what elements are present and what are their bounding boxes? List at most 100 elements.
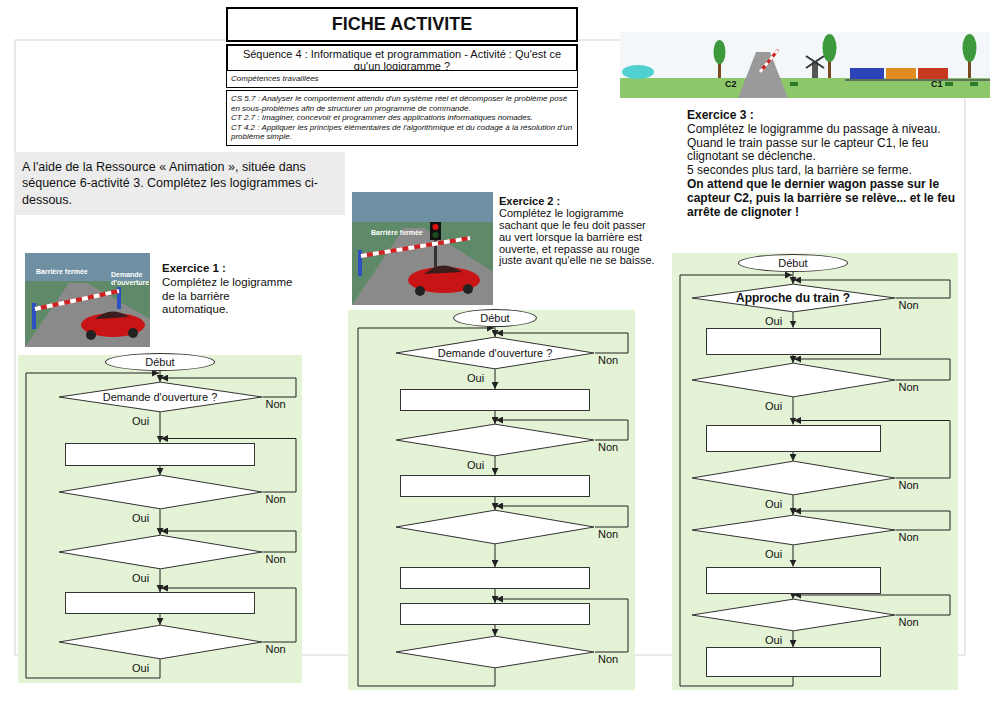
exercise-instruction: Complétez le logigramme de la barrière a… (162, 276, 297, 317)
decision-diamond (691, 599, 896, 631)
exercise-instruction: Complétez le logigramme du passage à niv… (687, 123, 959, 137)
box-text: Séquence 4 : Informatique et programmati… (233, 48, 571, 72)
flowchart-panel (18, 355, 302, 683)
diamond-outline (395, 510, 595, 544)
flow-arrow (495, 456, 496, 475)
diamond-outline (691, 515, 896, 545)
level-crossing-picture (620, 32, 990, 98)
decision-diamond (691, 363, 896, 397)
process-box (400, 475, 590, 497)
diamond-outline (58, 475, 263, 509)
process-box (706, 328, 881, 355)
box-text: Compétences travaillées (231, 74, 573, 83)
branch-label: Oui (765, 549, 782, 560)
diamond-outline (691, 461, 896, 495)
flowchart-panel (348, 310, 635, 690)
start-terminal: Début (105, 353, 215, 371)
process-box (400, 603, 590, 625)
flow-arrow (495, 589, 496, 603)
start-terminal: Début (738, 254, 848, 272)
branch-label: Non (899, 532, 919, 543)
exercise-instruction: 5 secondes plus tard, la barrière se fer… (687, 164, 959, 178)
exercise-heading: Exercice 3 : (687, 109, 959, 123)
traffic-light-picture (352, 192, 493, 305)
exercise-heading: Exercice 1 : (162, 262, 297, 276)
diamond-outline (58, 535, 263, 569)
decision-diamond: Approche du train ? (691, 284, 896, 312)
branch-label: Non (899, 480, 919, 491)
flow-arrow (358, 328, 495, 686)
diamond-outline (691, 363, 896, 397)
flow-arrow (793, 594, 794, 600)
barrier-picture (25, 253, 150, 347)
branch-label: Non (598, 654, 618, 665)
box-text: CS 5.7 : Analyser le comportement attend… (231, 94, 573, 113)
flow-arrow (160, 466, 161, 476)
flow-arrow (160, 509, 161, 535)
node-text: Demande d'ouverture ? (103, 391, 218, 403)
page-title: FICHE ACTIVITE (226, 7, 578, 42)
flow-arrow (495, 497, 496, 510)
branch-label: Non (598, 529, 618, 540)
exercise-instruction: Quand le train passe sur le capteur C1, … (687, 137, 959, 165)
flow-arrow (793, 355, 794, 364)
branch-label: Oui (765, 401, 782, 412)
process-box (65, 592, 255, 614)
box-text: A l'aide de la Ressource « Animation », … (22, 159, 337, 208)
branch-label: Oui (765, 635, 782, 646)
start-terminal: Début (453, 309, 537, 327)
box-text: CT 2.7 : Imaginer, concevoir et programm… (231, 113, 573, 123)
flow-arrow (160, 412, 161, 443)
exercise-text: Exercice 3 :Complétez le logigramme du p… (687, 109, 959, 219)
exercise-instruction: Complétez le logigramme sachant que le f… (499, 208, 657, 267)
decision-diamond: Demande d'ouverture ? (395, 337, 595, 369)
flow-arrow (495, 327, 496, 337)
sensor-label: C1 (931, 80, 951, 90)
diamond-outline (58, 625, 263, 659)
branch-label: Non (899, 382, 919, 393)
branch-label: Oui (132, 573, 149, 584)
flow-arrow (495, 369, 496, 389)
picture-caption: Barrière fermée (36, 268, 106, 276)
exercise-text: Exercice 1 :Complétez le logigramme de l… (162, 262, 297, 317)
decision-diamond (58, 475, 263, 509)
branch-label: Oui (765, 499, 782, 510)
box-text: CT 4.2 : Appliquer les principes élément… (231, 123, 573, 142)
process-box (400, 389, 590, 411)
flow-arrow (495, 625, 496, 636)
branch-label: Non (266, 494, 286, 505)
node-text: Approche du train ? (736, 291, 850, 305)
flow-arrow (793, 312, 794, 328)
flow-arrow (160, 569, 161, 592)
picture-caption: Demande d'ouverture (111, 271, 149, 286)
flow-arrow (793, 495, 794, 515)
picture-caption: Barrière fermée (371, 229, 441, 237)
node-text: Début (145, 356, 174, 368)
node-text: Début (778, 257, 807, 269)
decision-diamond (395, 510, 595, 544)
branch-label: Non (598, 355, 618, 366)
flow-arrow (160, 371, 161, 382)
branch-label: Non (266, 399, 286, 410)
exercise-text: Exercice 2 :Complétez le logigramme sach… (499, 196, 657, 267)
flow-arrow (793, 631, 794, 647)
decision-diamond (395, 424, 595, 456)
flow-arrow (793, 545, 794, 567)
flow-arrow (793, 397, 794, 425)
branch-label: Non (598, 442, 618, 453)
process-box (400, 567, 590, 589)
exercise-instruction: On attend que le dernier wagon passe sur… (687, 178, 959, 219)
diamond-outline (395, 636, 595, 668)
instruction-box: A l'aide de la Ressource « Animation », … (14, 152, 345, 215)
process-box (65, 443, 255, 466)
decision-diamond (691, 515, 896, 545)
process-box (706, 425, 881, 452)
skills-box: CS 5.7 : Analyser le comportement attend… (226, 90, 578, 146)
flow-arrow (793, 452, 794, 462)
branch-label: Oui (765, 316, 782, 327)
decision-diamond (691, 461, 896, 495)
branch-label: Non (899, 617, 919, 628)
branch-label: Non (266, 644, 286, 655)
branch-label: Oui (132, 663, 149, 674)
flowchart-panel (672, 253, 958, 690)
